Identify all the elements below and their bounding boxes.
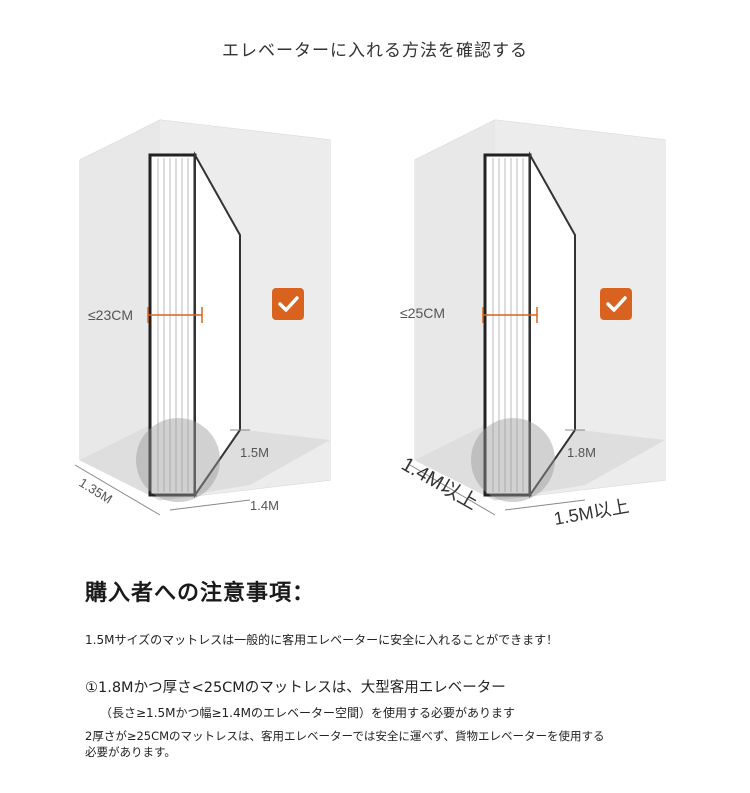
thickness-label: ≤25CM xyxy=(400,305,445,321)
width-label: 1.4M xyxy=(250,498,279,513)
checkmark-icon xyxy=(600,288,632,320)
note-line-3: （長さ≥1.5Mかつ幅≥1.4Mのエレベーター空間）を使用する必要があります xyxy=(100,706,515,720)
note-line-1: 1.5Mサイズのマットレスは一般的に客用エレベーターに安全に入れることができます… xyxy=(85,633,559,647)
elevator-diagram-left: ≤23CM 1.5M 1.4M 1.35M xyxy=(60,100,360,530)
elevator-diagram-right: ≤25CM 1.8M 1.5M以上 1.4M以上 xyxy=(395,100,695,530)
height-label: 1.5M xyxy=(240,445,269,460)
width-label: 1.5M以上 xyxy=(552,496,630,529)
notes-heading: 購入者への注意事項： xyxy=(85,581,316,606)
note-line-2: ①1.8Mかつ厚さ<25CMのマットレスは、大型客用エレベーター xyxy=(85,680,506,696)
thickness-label: ≤23CM xyxy=(88,307,133,323)
page-title: エレベーターに入れる方法を確認する xyxy=(222,41,528,61)
height-label: 1.8M xyxy=(567,445,596,460)
note-line-4: 2厚さが≥25CMのマットレスは、客用エレベーターでは安全に運べず、貨物エレベー… xyxy=(85,729,605,759)
checkmark-icon xyxy=(272,288,304,320)
depth-label: 1.35M xyxy=(76,475,115,507)
